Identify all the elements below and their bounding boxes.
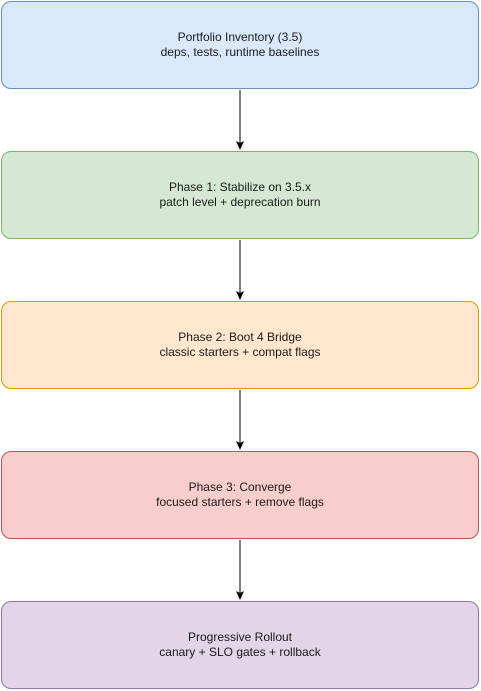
node-title: Phase 3: Converge: [188, 480, 292, 494]
node-title: Phase 2: Boot 4 Bridge: [178, 330, 302, 344]
node-phase-3-converge: Phase 3: Converge focused starters + rem…: [1, 451, 479, 539]
node-title: Progressive Rollout: [187, 630, 293, 644]
node-subtitle: focused starters + remove flags: [156, 495, 324, 509]
node-phase-1-stabilize: Phase 1: Stabilize on 3.5.x patch level …: [1, 151, 479, 239]
node-progressive-rollout: Progressive Rollout canary + SLO gates +…: [1, 601, 479, 689]
node-subtitle: patch level + deprecation burn: [159, 195, 321, 209]
node-subtitle: deps, tests, runtime baselines: [160, 45, 320, 59]
node-subtitle: canary + SLO gates + rollback: [159, 645, 321, 659]
node-title: Phase 1: Stabilize on 3.5.x: [168, 180, 312, 194]
node-title: Portfolio Inventory (3.5): [177, 30, 303, 44]
node-phase-2-boot4-bridge: Phase 2: Boot 4 Bridge classic starters …: [1, 301, 479, 389]
node-portfolio-inventory: Portfolio Inventory (3.5) deps, tests, r…: [1, 1, 479, 89]
node-subtitle: classic starters + compat flags: [159, 345, 321, 359]
